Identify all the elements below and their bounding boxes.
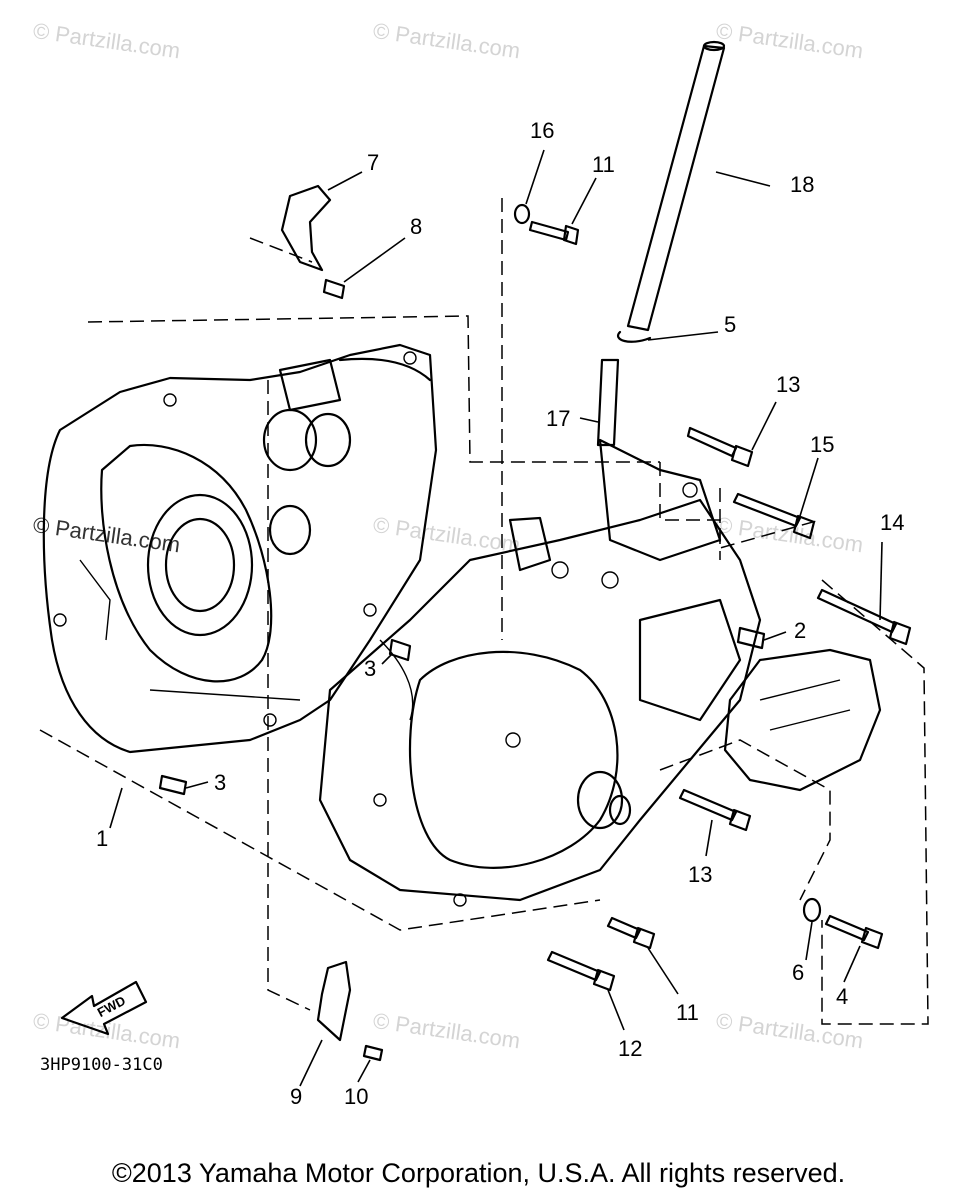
callout-18: 18 xyxy=(790,172,814,197)
callout-4: 4 xyxy=(836,984,848,1009)
bolt-10 xyxy=(362,1044,384,1062)
callout-1: 1 xyxy=(96,826,108,851)
bolt-13-lower xyxy=(678,788,752,832)
callout-8: 8 xyxy=(410,214,422,239)
callout-6: 6 xyxy=(792,960,804,985)
callout-3: 3 xyxy=(214,770,226,795)
dowel-3-mid xyxy=(388,638,412,662)
copyright-notice: ©2013 Yamaha Motor Corporation, U.S.A. A… xyxy=(111,1158,846,1188)
washer-6 xyxy=(802,897,822,923)
bolt-13-upper xyxy=(686,426,754,468)
bolt-15 xyxy=(732,492,816,540)
callout-16: 16 xyxy=(530,118,554,143)
fwd-label: FWD xyxy=(95,993,128,1020)
bracket-9 xyxy=(316,960,352,1042)
callout-17: 17 xyxy=(546,406,570,431)
callout-11: 11 xyxy=(676,1000,699,1025)
callouts: 7 8 16 11 18 5 17 13 15 14 2 3 3 1 13 6 … xyxy=(96,118,904,1109)
callout-3: 3 xyxy=(364,656,376,681)
bolt-8 xyxy=(322,278,346,300)
crankcase-cover xyxy=(723,648,882,792)
callout-13: 13 xyxy=(688,862,712,887)
callout-9: 9 xyxy=(290,1084,302,1109)
bracket-7 xyxy=(280,184,332,272)
leader-lines xyxy=(109,149,883,1087)
bolt-14 xyxy=(816,588,912,646)
callout-13: 13 xyxy=(776,372,800,397)
dowel-3-low xyxy=(158,774,188,796)
callout-10: 10 xyxy=(344,1084,368,1109)
callout-15: 15 xyxy=(810,432,834,457)
callout-2: 2 xyxy=(794,618,806,643)
assembly-dashed-lines xyxy=(39,198,929,1025)
callout-14: 14 xyxy=(880,510,904,535)
washer-16 xyxy=(513,203,531,225)
callout-5: 5 xyxy=(724,312,736,337)
bolt-11-lower xyxy=(606,916,656,950)
bolt-12 xyxy=(546,950,616,992)
dowel-2 xyxy=(736,626,766,650)
right-crankcase xyxy=(318,438,762,907)
left-crankcase xyxy=(42,343,438,754)
diagram-code: 3HP9100-31C0 xyxy=(40,1055,163,1075)
callout-7: 7 xyxy=(367,150,379,175)
bolt-11-top xyxy=(528,220,580,246)
callout-12: 12 xyxy=(618,1036,642,1061)
hose-18 xyxy=(626,40,726,332)
fwd-arrow-icon: FWD xyxy=(60,980,148,1036)
bolt-4 xyxy=(824,914,884,950)
callout-11: 11 xyxy=(592,152,615,177)
clip-5 xyxy=(617,330,652,343)
nipple-17 xyxy=(596,358,620,447)
